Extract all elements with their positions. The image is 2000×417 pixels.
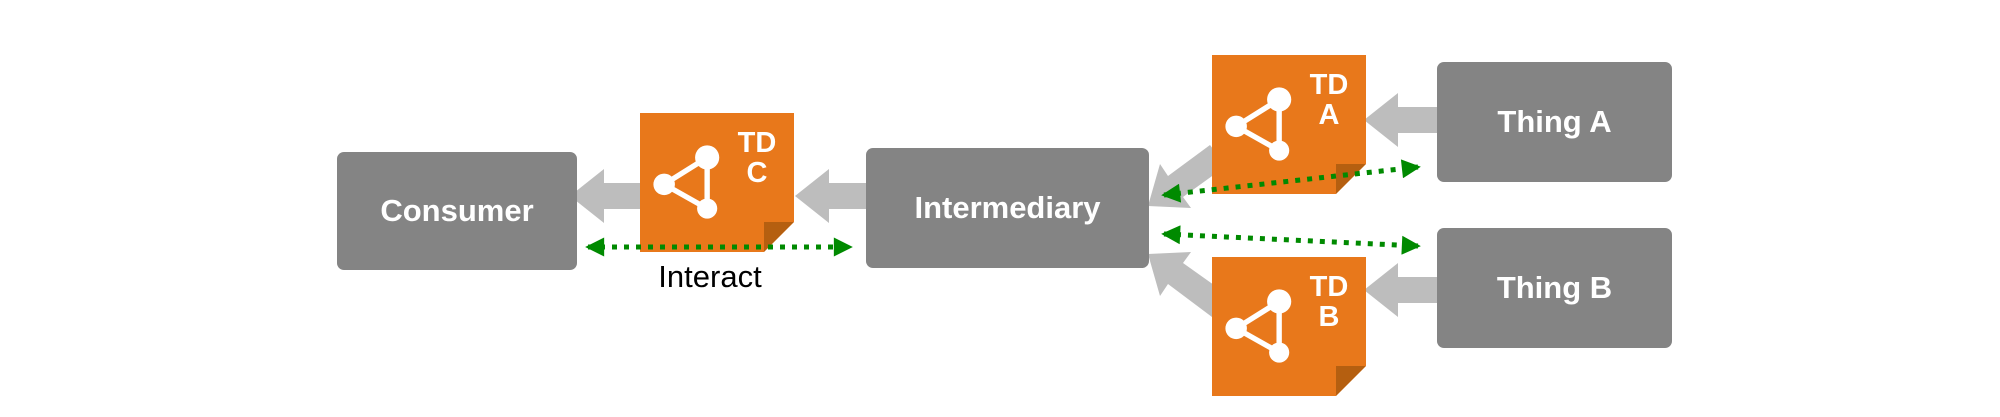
arrow-thing-a-to-td-a xyxy=(1364,93,1440,147)
graph-triangle-icon xyxy=(1212,257,1302,396)
td-b-document-icon: TD B xyxy=(1212,257,1366,396)
interact-label: Interact xyxy=(658,259,762,294)
intermediary-node: Intermediary xyxy=(866,148,1149,268)
td-c-line1: TD xyxy=(737,127,777,159)
consumer-node: Consumer xyxy=(337,152,577,270)
td-a-line1: TD xyxy=(1309,69,1349,101)
arrow-thing-b-to-td-b xyxy=(1364,263,1440,317)
thing-a-label: Thing A xyxy=(1497,104,1612,139)
consumer-label: Consumer xyxy=(380,193,534,228)
td-c-document-icon: TD C xyxy=(640,113,794,252)
intermediary-label: Intermediary xyxy=(914,190,1101,225)
td-b-line1: TD xyxy=(1309,271,1349,303)
arrow-td-c-to-consumer xyxy=(570,169,645,223)
td-a-line2: A xyxy=(1318,99,1340,132)
arrow-td-b-to-intermediary xyxy=(1148,252,1228,317)
td-c-text: TD C xyxy=(730,113,794,252)
graph-triangle-icon xyxy=(1212,55,1302,194)
arrow-intermediary-to-td-c xyxy=(795,169,870,223)
td-b-line2: B xyxy=(1318,301,1340,334)
td-a-document-icon: TD A xyxy=(1212,55,1366,194)
thing-a-node: Thing A xyxy=(1437,62,1672,182)
graph-triangle-icon xyxy=(640,113,730,252)
td-b-text: TD B xyxy=(1302,257,1366,396)
td-c-line2: C xyxy=(746,157,768,190)
thing-b-label: Thing B xyxy=(1496,270,1613,305)
thing-b-node: Thing B xyxy=(1437,228,1672,348)
td-a-text: TD A xyxy=(1302,55,1366,194)
